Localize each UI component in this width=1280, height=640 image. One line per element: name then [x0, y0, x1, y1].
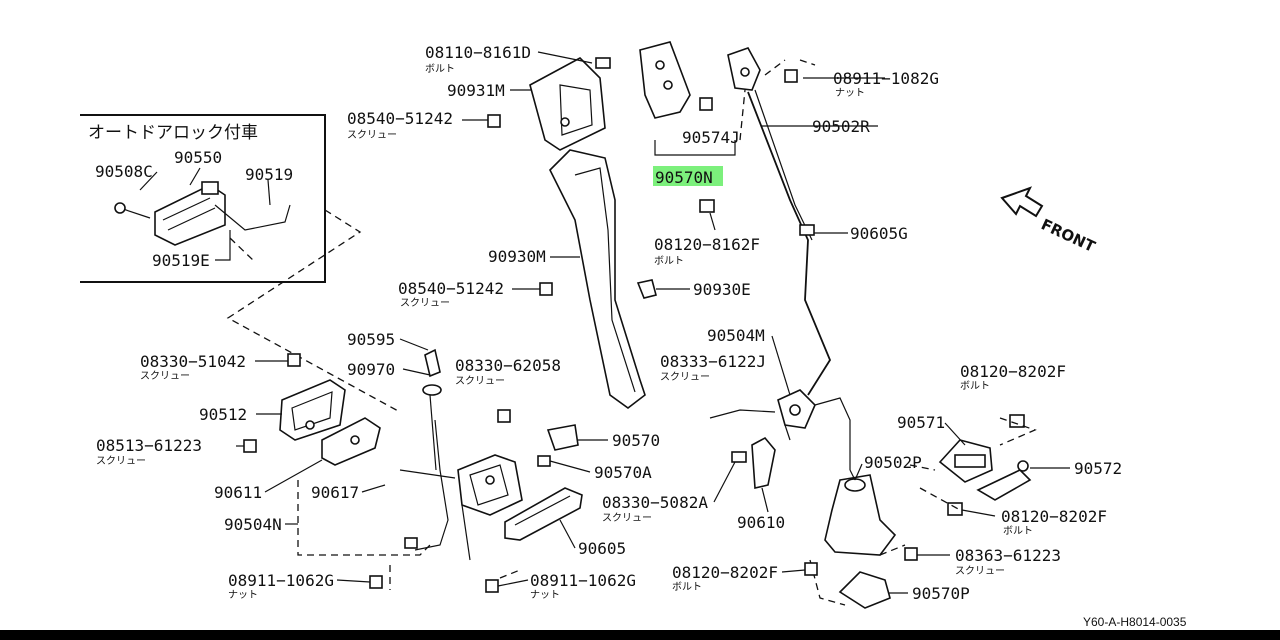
- sublabel-08120-8162F: ボルト: [654, 255, 684, 267]
- label-90504M: 90504M: [707, 326, 765, 345]
- label-90605G: 90605G: [850, 224, 908, 243]
- finisher-lower: [549, 149, 646, 409]
- label-90570P: 90570P: [912, 584, 970, 603]
- sublabel-08120-8202F-b: ボルト: [1003, 525, 1033, 537]
- bracket-90570: [546, 424, 579, 451]
- striker: [838, 571, 891, 609]
- label-90595: 90595: [347, 330, 395, 349]
- lock-knob: [424, 348, 441, 378]
- sublabel-08330-51042: スクリュー: [140, 370, 190, 382]
- sublabel-08540-top: スクリュー: [347, 129, 397, 141]
- label-90931M: 90931M: [447, 81, 505, 100]
- nut-left: [369, 575, 383, 589]
- part-labels: 08110−8161D ボルト 90931M 08540−51242 スクリュー…: [95, 43, 1122, 603]
- label-90572: 90572: [1074, 459, 1122, 478]
- sublabel-08120-8202F-a: ボルト: [960, 380, 990, 392]
- label-90512: 90512: [199, 405, 247, 424]
- bottom-bar: [0, 630, 1280, 640]
- clip-lower: [404, 537, 418, 549]
- label-08110-8161D: 08110−8161D: [425, 43, 531, 62]
- screw-top: [487, 114, 501, 128]
- lock-rod: [727, 47, 832, 396]
- sublabel-08120-8202F-c: ボルト: [672, 581, 702, 593]
- label-08513-61223: 08513−61223: [96, 436, 202, 455]
- label-90930M: 90930M: [488, 247, 546, 266]
- sublabel-08110: ボルト: [425, 63, 455, 75]
- actuator-rear: [824, 469, 897, 556]
- sublabel-08513: スクリュー: [96, 455, 146, 467]
- label-90550: 90550: [174, 148, 222, 167]
- screw-mid: [539, 282, 553, 296]
- label-08120-8162F: 08120−8162F: [654, 235, 760, 254]
- reference-code: Y60-A-H8014-0035: [1083, 615, 1187, 629]
- label-08333-6122J: 08333−6122J: [660, 352, 766, 371]
- label-08911-1062G-right: 08911−1062G: [530, 571, 636, 590]
- label-90519E: 90519E: [152, 251, 210, 270]
- label-08120-8202F-b: 08120−8202F: [1001, 507, 1107, 526]
- front-arrow-icon: FRONT: [1000, 186, 1099, 256]
- front-label: FRONT: [1038, 215, 1098, 256]
- door-lock-assembly: [399, 394, 523, 561]
- bracket-upper: [595, 41, 746, 156]
- label-90610: 90610: [737, 513, 785, 532]
- inside-handle: [243, 353, 381, 466]
- label-08540-51242-mid: 08540−51242: [398, 279, 504, 298]
- inset-title: オートドアロック付車: [88, 123, 258, 143]
- label-08120-8202F-c: 08120−8202F: [672, 563, 778, 582]
- label-90574J: 90574J: [682, 128, 740, 147]
- label-90508C: 90508C: [95, 162, 153, 181]
- label-90570: 90570: [612, 431, 660, 450]
- label-90502P: 90502P: [864, 453, 922, 472]
- label-08330-5082A: 08330−5082A: [602, 493, 708, 512]
- bracket-90571: [909, 414, 1037, 516]
- clip-90930E: [636, 279, 657, 299]
- outside-handle: [504, 487, 583, 541]
- label-90605: 90605: [578, 539, 626, 558]
- label-08330-62058: 08330−62058: [455, 356, 561, 375]
- label-08330-51042: 08330−51042: [140, 352, 246, 371]
- label-08363-61223: 08363−61223: [955, 546, 1061, 565]
- label-08120-8202F-a: 08120−8202F: [960, 362, 1066, 381]
- label-90970: 90970: [347, 360, 395, 379]
- nut-right: [485, 579, 499, 593]
- screw-61223: [904, 547, 918, 561]
- label-90611: 90611: [214, 483, 262, 502]
- label-90570N: 90570N: [655, 168, 713, 187]
- sublabel-08330-5082A: スクリュー: [602, 512, 652, 524]
- label-08911-1082G: 08911−1082G: [833, 69, 939, 88]
- sublabel-08363: スクリュー: [955, 565, 1005, 577]
- highlight-box: [653, 166, 723, 186]
- sublabel-08911-1062G-right: ナット: [530, 589, 560, 601]
- finisher-upper: [529, 57, 606, 151]
- sublabel-08330-62058: スクリュー: [455, 375, 505, 387]
- label-90571: 90571: [897, 413, 945, 432]
- label-90502R: 90502R: [812, 117, 870, 136]
- screw-90570A: [537, 455, 551, 467]
- label-90617: 90617: [311, 483, 359, 502]
- screw-62058: [497, 409, 511, 423]
- label-90504N: 90504N: [224, 515, 282, 534]
- inset-auto-door-lock: オートドアロック付車: [80, 114, 326, 283]
- label-90570A: 90570A: [594, 463, 652, 482]
- bolt-8162F: [699, 199, 715, 213]
- label-08911-1062G-left: 08911−1062G: [228, 571, 334, 590]
- lever: [751, 436, 776, 489]
- leader-lines: [139, 51, 1070, 594]
- sublabel-08911-1062G-left: ナット: [228, 589, 258, 601]
- label-90519: 90519: [245, 165, 293, 184]
- bellcrank: [709, 389, 851, 470]
- sublabel-08333: スクリュー: [660, 371, 710, 383]
- label-90930E: 90930E: [693, 280, 751, 299]
- label-08540-51242-top: 08540−51242: [347, 109, 453, 128]
- bolt-8202F-c: [804, 562, 818, 576]
- sublabel-08911-1082G: ナット: [835, 87, 865, 99]
- sublabel-08540-mid: スクリュー: [400, 297, 450, 309]
